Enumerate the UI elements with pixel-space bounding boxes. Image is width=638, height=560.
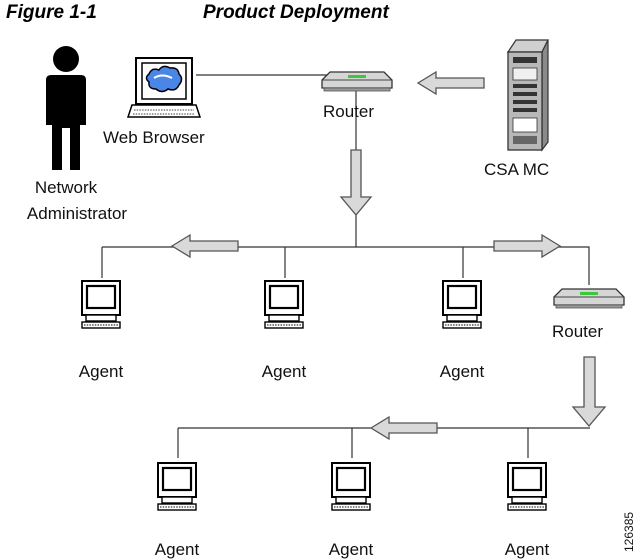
server-label: CSA MC (484, 160, 549, 179)
agent-computer-icon (156, 461, 198, 512)
web-browser-computer-icon (126, 57, 202, 118)
arrow-down-top (339, 149, 373, 217)
server-icon (506, 39, 549, 152)
agent-label: Agent (262, 362, 307, 381)
arrow-left-upper (171, 234, 239, 258)
router-mid-label: Router (552, 322, 603, 341)
web-browser-label: Web Browser (103, 128, 205, 147)
router-top-icon (321, 71, 393, 92)
arrow-right-upper (493, 234, 561, 258)
router-mid-icon (553, 288, 625, 309)
arrow-down-mid (571, 356, 607, 428)
admin-label-line1: Network (35, 178, 98, 197)
figure-title: Product Deployment (203, 2, 389, 23)
agent-label: Agent (155, 540, 200, 559)
agent-label: Agent (329, 540, 374, 559)
agent-label: Agent (440, 362, 485, 381)
agent-label: Agent (79, 362, 124, 381)
person-icon (46, 46, 86, 170)
art-id: 126385 (622, 512, 636, 552)
admin-label-line2: Administrator (27, 204, 127, 223)
agent-computer-icon (80, 279, 122, 330)
agent-computer-icon (506, 461, 548, 512)
agent-computer-icon (263, 279, 305, 330)
agent-computer-icon (441, 279, 483, 330)
figure-label: Figure 1-1 (6, 2, 97, 23)
arrow-server-to-router (417, 71, 485, 95)
router-top-label: Router (323, 102, 374, 121)
agent-computer-icon (330, 461, 372, 512)
agent-label: Agent (505, 540, 550, 559)
arrow-left-lower (370, 416, 438, 440)
